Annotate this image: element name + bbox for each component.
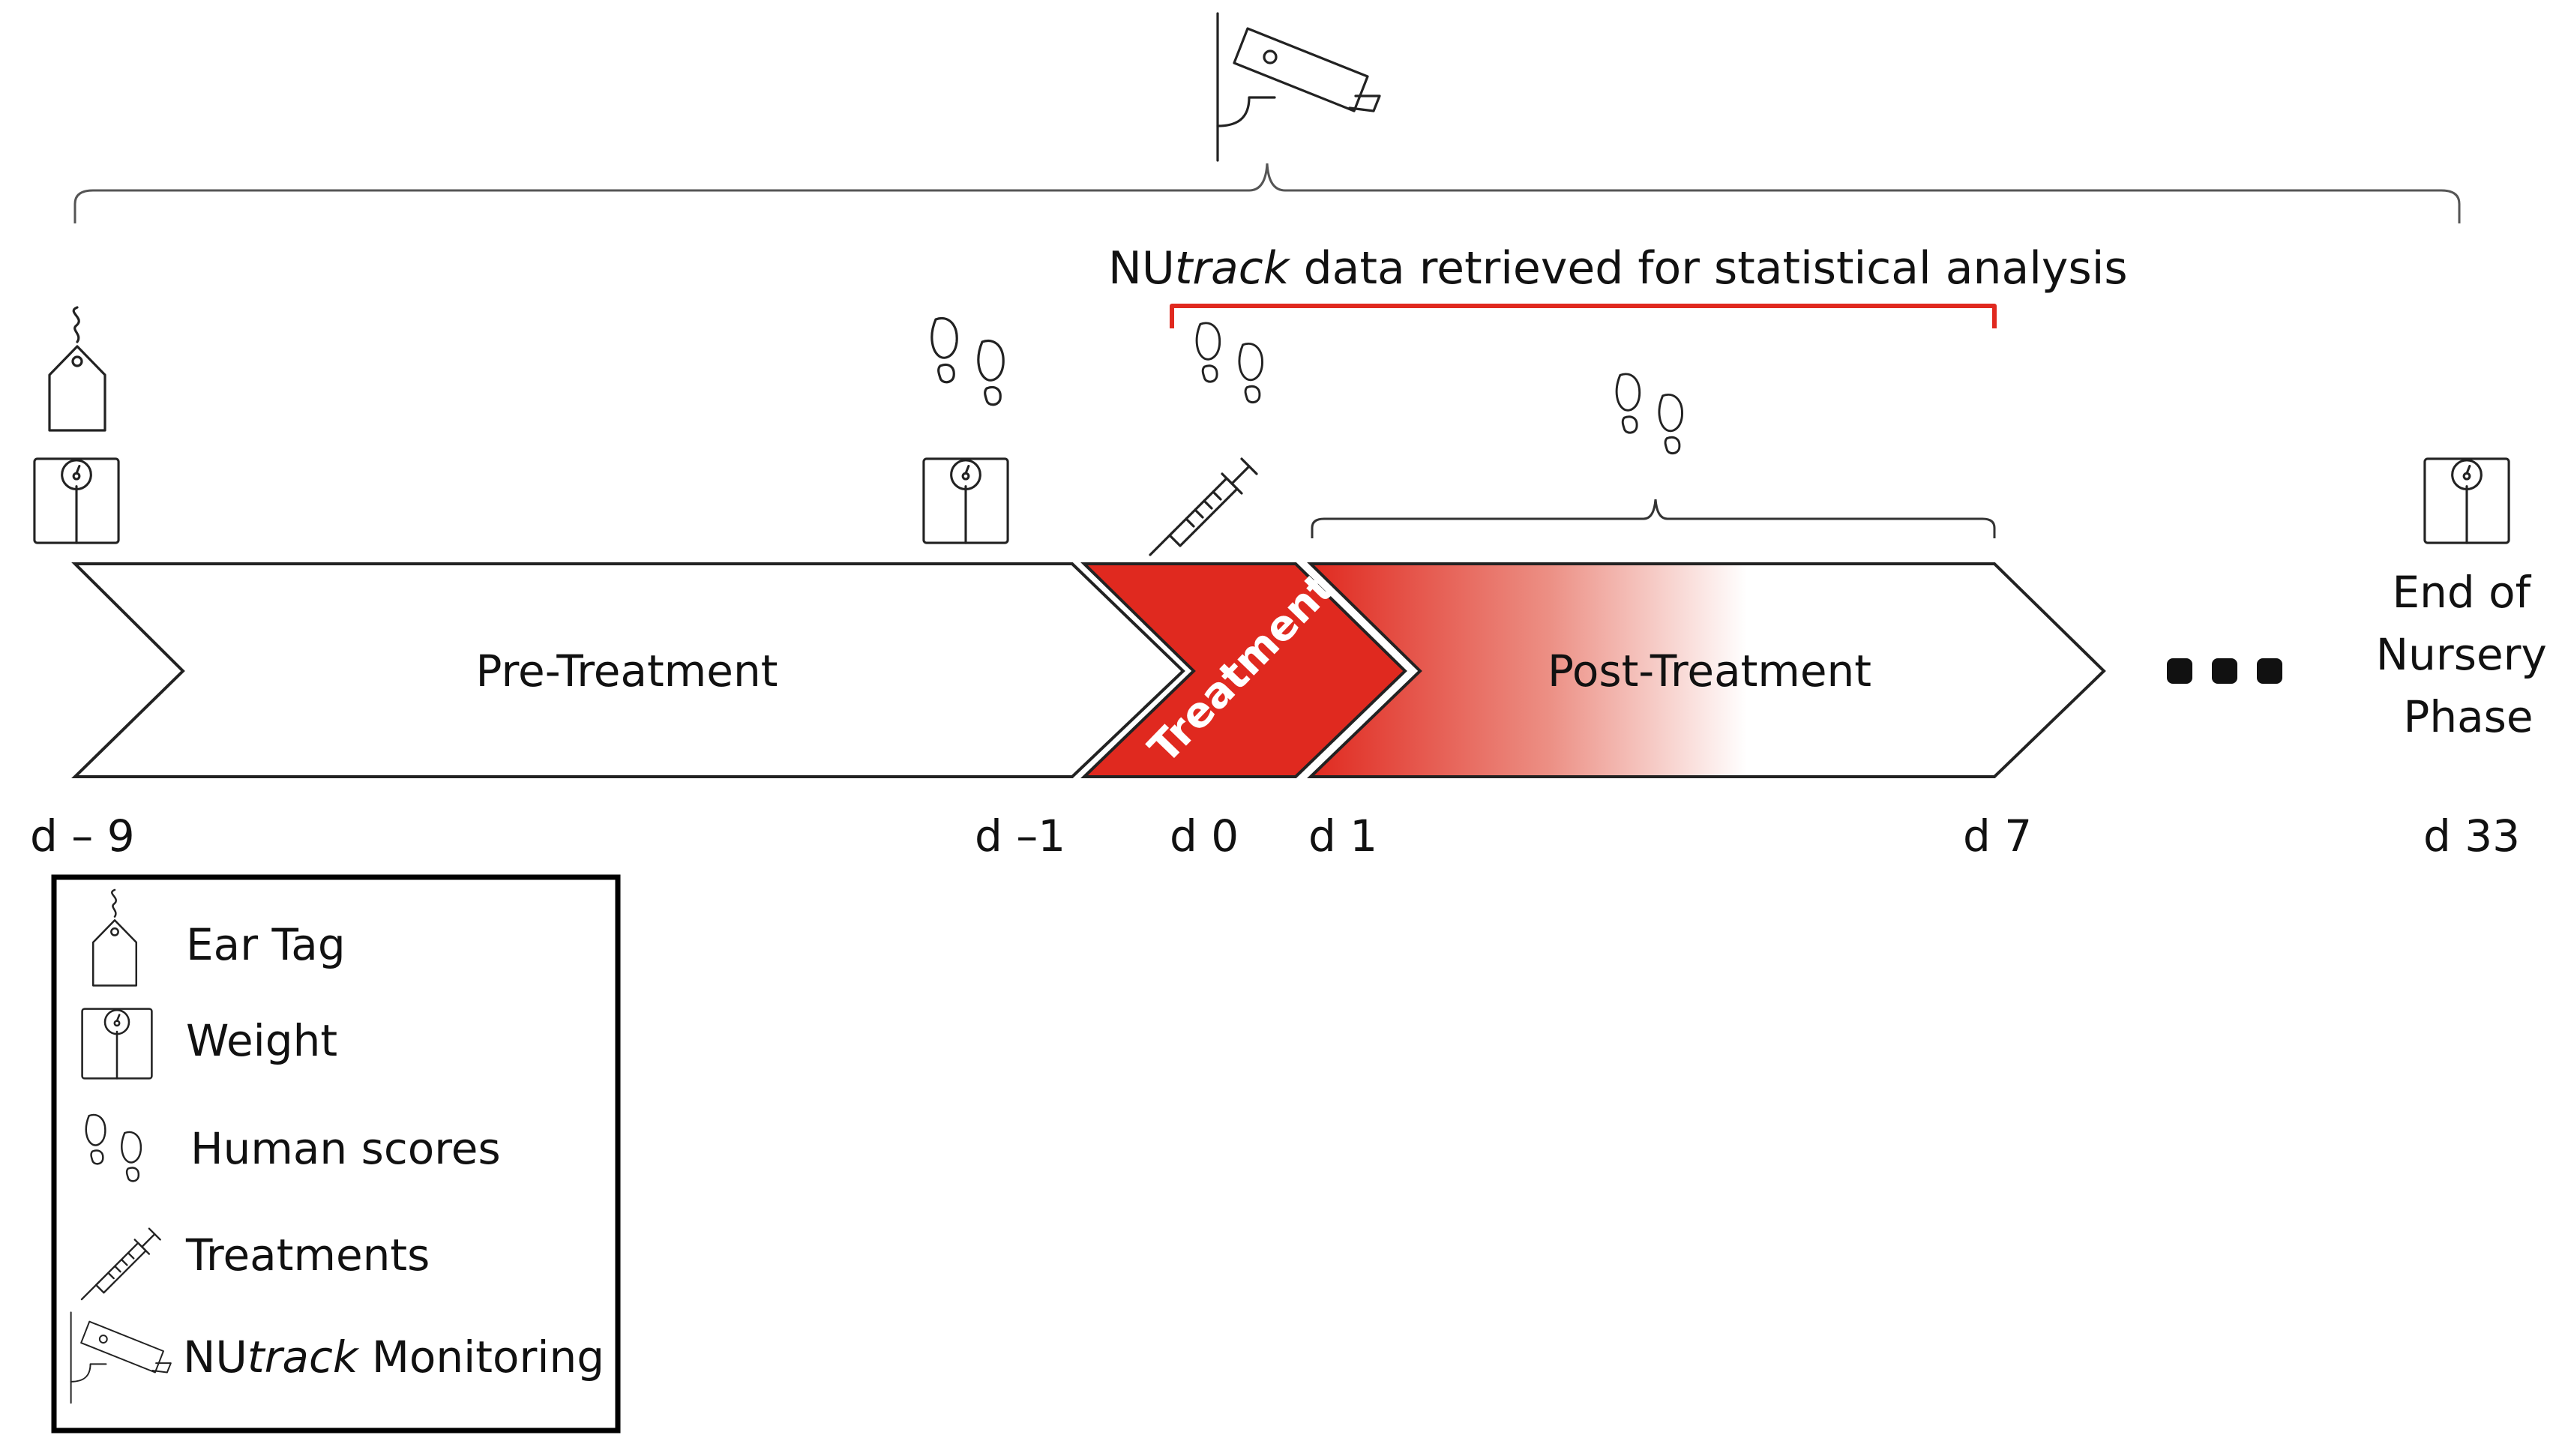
legend-ear-tag-label: Ear Tag (186, 919, 346, 970)
nutrack-banner: NUtrack data retrieved for statistical a… (1108, 242, 2128, 295)
pre-treatment-band (71, 562, 1185, 778)
legend-monitoring-label: NUtrack Monitoring (183, 1332, 604, 1383)
day-label: d 7 (1963, 810, 2032, 861)
footprints-icon (1615, 373, 1684, 455)
day-label: d 0 (1170, 810, 1239, 861)
syringe-icon (1149, 457, 1258, 556)
ear-tag-icon (48, 306, 106, 432)
camera-icon (1216, 12, 1381, 162)
treatment-band (1080, 562, 1407, 778)
ellipsis (2167, 658, 2282, 684)
monitoring-brace (73, 163, 2461, 223)
legend-treatments-label: Treatments (185, 1230, 430, 1281)
legend: Ear Tag Weight Human scores Treatments N… (51, 874, 621, 1434)
pre-treatment-label: Pre-Treatment (476, 646, 778, 697)
day-label: d 1 (1308, 810, 1377, 861)
scale-icon (922, 457, 1009, 544)
scale-icon (2423, 457, 2510, 544)
footprints-icon (1195, 322, 1264, 404)
end-of-nursery-label: End of Nursery Phase (2376, 567, 2561, 742)
scale-icon (33, 457, 120, 544)
day-label: d – 9 (30, 810, 135, 861)
legend-weight-label: Weight (186, 1015, 337, 1066)
post-treatment-band (1307, 562, 2106, 778)
analysis-bracket (1170, 304, 1997, 328)
footprints-icon (930, 316, 1005, 406)
day-label: d –1 (975, 810, 1065, 861)
post-treatment-label: Post-Treatment (1548, 646, 1871, 697)
day-label: d 33 (2423, 810, 2520, 861)
post-treatment-brace (1311, 499, 1996, 538)
legend-human-scores-label: Human scores (190, 1123, 501, 1174)
